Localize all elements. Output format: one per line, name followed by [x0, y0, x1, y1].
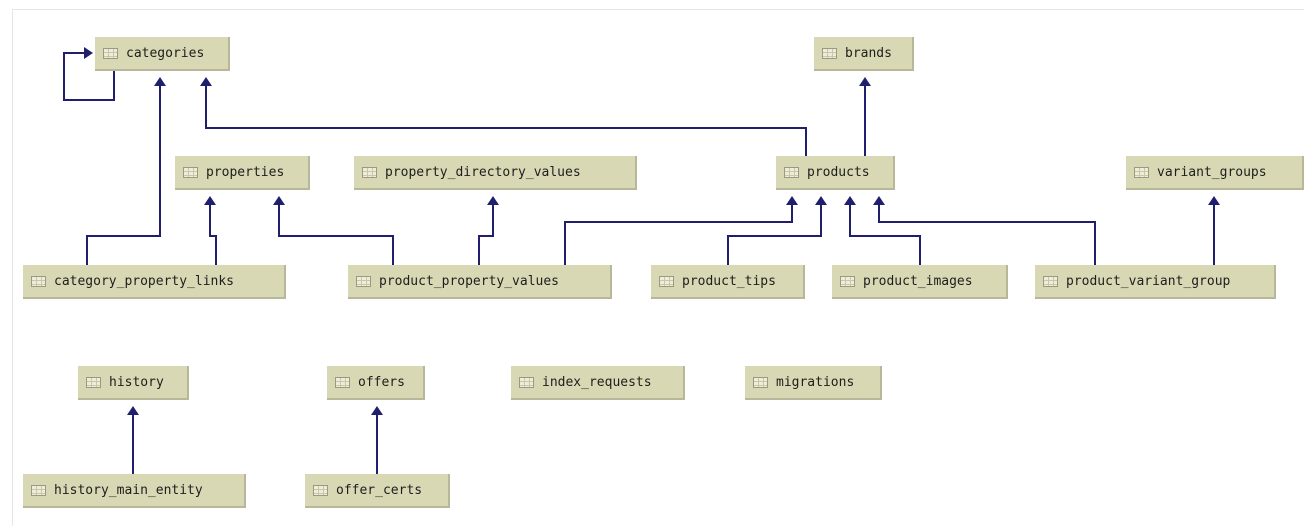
table-icon — [840, 275, 855, 287]
table-variant-groups[interactable]: variant_groups — [1126, 156, 1304, 190]
table-label: product_property_values — [379, 273, 560, 289]
arrow-up-icon — [873, 196, 885, 205]
table-icon — [1134, 166, 1149, 178]
arrow-up-icon — [815, 196, 827, 205]
table-icon — [822, 47, 837, 59]
table-migrations[interactable]: migrations — [745, 366, 882, 400]
arrow-up-icon — [127, 406, 139, 415]
table-product-property-values[interactable]: product_property_values — [348, 265, 612, 299]
table-offer-certs[interactable]: offer_certs — [305, 474, 450, 508]
edge-product-images-products — [849, 205, 921, 265]
arrow-up-icon — [1208, 196, 1220, 205]
table-history[interactable]: history — [78, 366, 189, 400]
arrow-up-icon — [786, 196, 798, 205]
arrow-up-icon — [487, 196, 499, 205]
arrow-up-icon — [844, 196, 856, 205]
edge-product-property-values-products — [564, 205, 793, 265]
table-icon — [659, 275, 674, 287]
table-icon — [335, 376, 350, 388]
table-property-directory-values[interactable]: property_directory_values — [354, 156, 637, 190]
canvas-border-top — [12, 9, 1304, 10]
table-label: product_images — [863, 273, 973, 289]
table-properties[interactable]: properties — [175, 156, 310, 190]
table-label: product_tips — [682, 273, 776, 289]
arrow-up-icon — [204, 196, 216, 205]
table-icon — [362, 166, 377, 178]
table-label: history_main_entity — [54, 482, 203, 498]
table-label: category_property_links — [54, 273, 235, 289]
arrow-up-icon — [859, 77, 871, 86]
arrow-up-icon — [273, 196, 285, 205]
table-label: index_requests — [542, 374, 652, 390]
table-icon — [1043, 275, 1058, 287]
edge-category-property-links-properties — [209, 205, 217, 265]
edge-product-property-values-properties — [278, 205, 394, 265]
table-brands[interactable]: brands — [814, 37, 914, 71]
edge-product-property-values-directory — [478, 205, 494, 265]
table-index-requests[interactable]: index_requests — [511, 366, 685, 400]
table-label: migrations — [776, 374, 855, 390]
table-label: property_directory_values — [385, 164, 581, 180]
canvas-border-left — [12, 9, 13, 526]
edge-product-variant-group-products — [878, 205, 1096, 265]
table-product-images[interactable]: product_images — [832, 265, 1008, 299]
table-products[interactable]: products — [776, 156, 895, 190]
edge-categories-self — [63, 52, 115, 101]
table-label: properties — [206, 164, 285, 180]
table-label: products — [807, 164, 870, 180]
table-offers[interactable]: offers — [327, 366, 425, 400]
table-icon — [31, 275, 46, 287]
table-icon — [31, 484, 46, 496]
table-icon — [753, 376, 768, 388]
table-icon — [356, 275, 371, 287]
table-icon — [183, 166, 198, 178]
table-label: categories — [126, 45, 205, 61]
table-label: offers — [358, 374, 405, 390]
arrow-up-icon — [154, 77, 166, 86]
table-categories[interactable]: categories — [95, 37, 230, 71]
table-product-variant-group[interactable]: product_variant_group — [1035, 265, 1276, 299]
table-icon — [313, 484, 328, 496]
table-icon — [519, 376, 534, 388]
table-icon — [784, 166, 799, 178]
arrow-up-icon — [200, 77, 212, 86]
arrow-up-icon — [371, 406, 383, 415]
edge-product-tips-products — [727, 205, 822, 265]
table-label: brands — [845, 45, 892, 61]
edge-products-categories — [205, 86, 807, 156]
table-label: offer_certs — [336, 482, 423, 498]
table-product-tips[interactable]: product_tips — [651, 265, 805, 299]
table-category-property-links[interactable]: category_property_links — [23, 265, 286, 299]
arrow-up-icon — [84, 47, 93, 59]
edge-category-property-links-categories — [86, 86, 161, 265]
table-label: variant_groups — [1157, 164, 1267, 180]
table-history-main-entity[interactable]: history_main_entity — [23, 474, 246, 508]
table-icon — [103, 47, 118, 59]
table-icon — [86, 376, 101, 388]
table-label: history — [109, 374, 164, 390]
table-label: product_variant_group — [1066, 273, 1231, 289]
